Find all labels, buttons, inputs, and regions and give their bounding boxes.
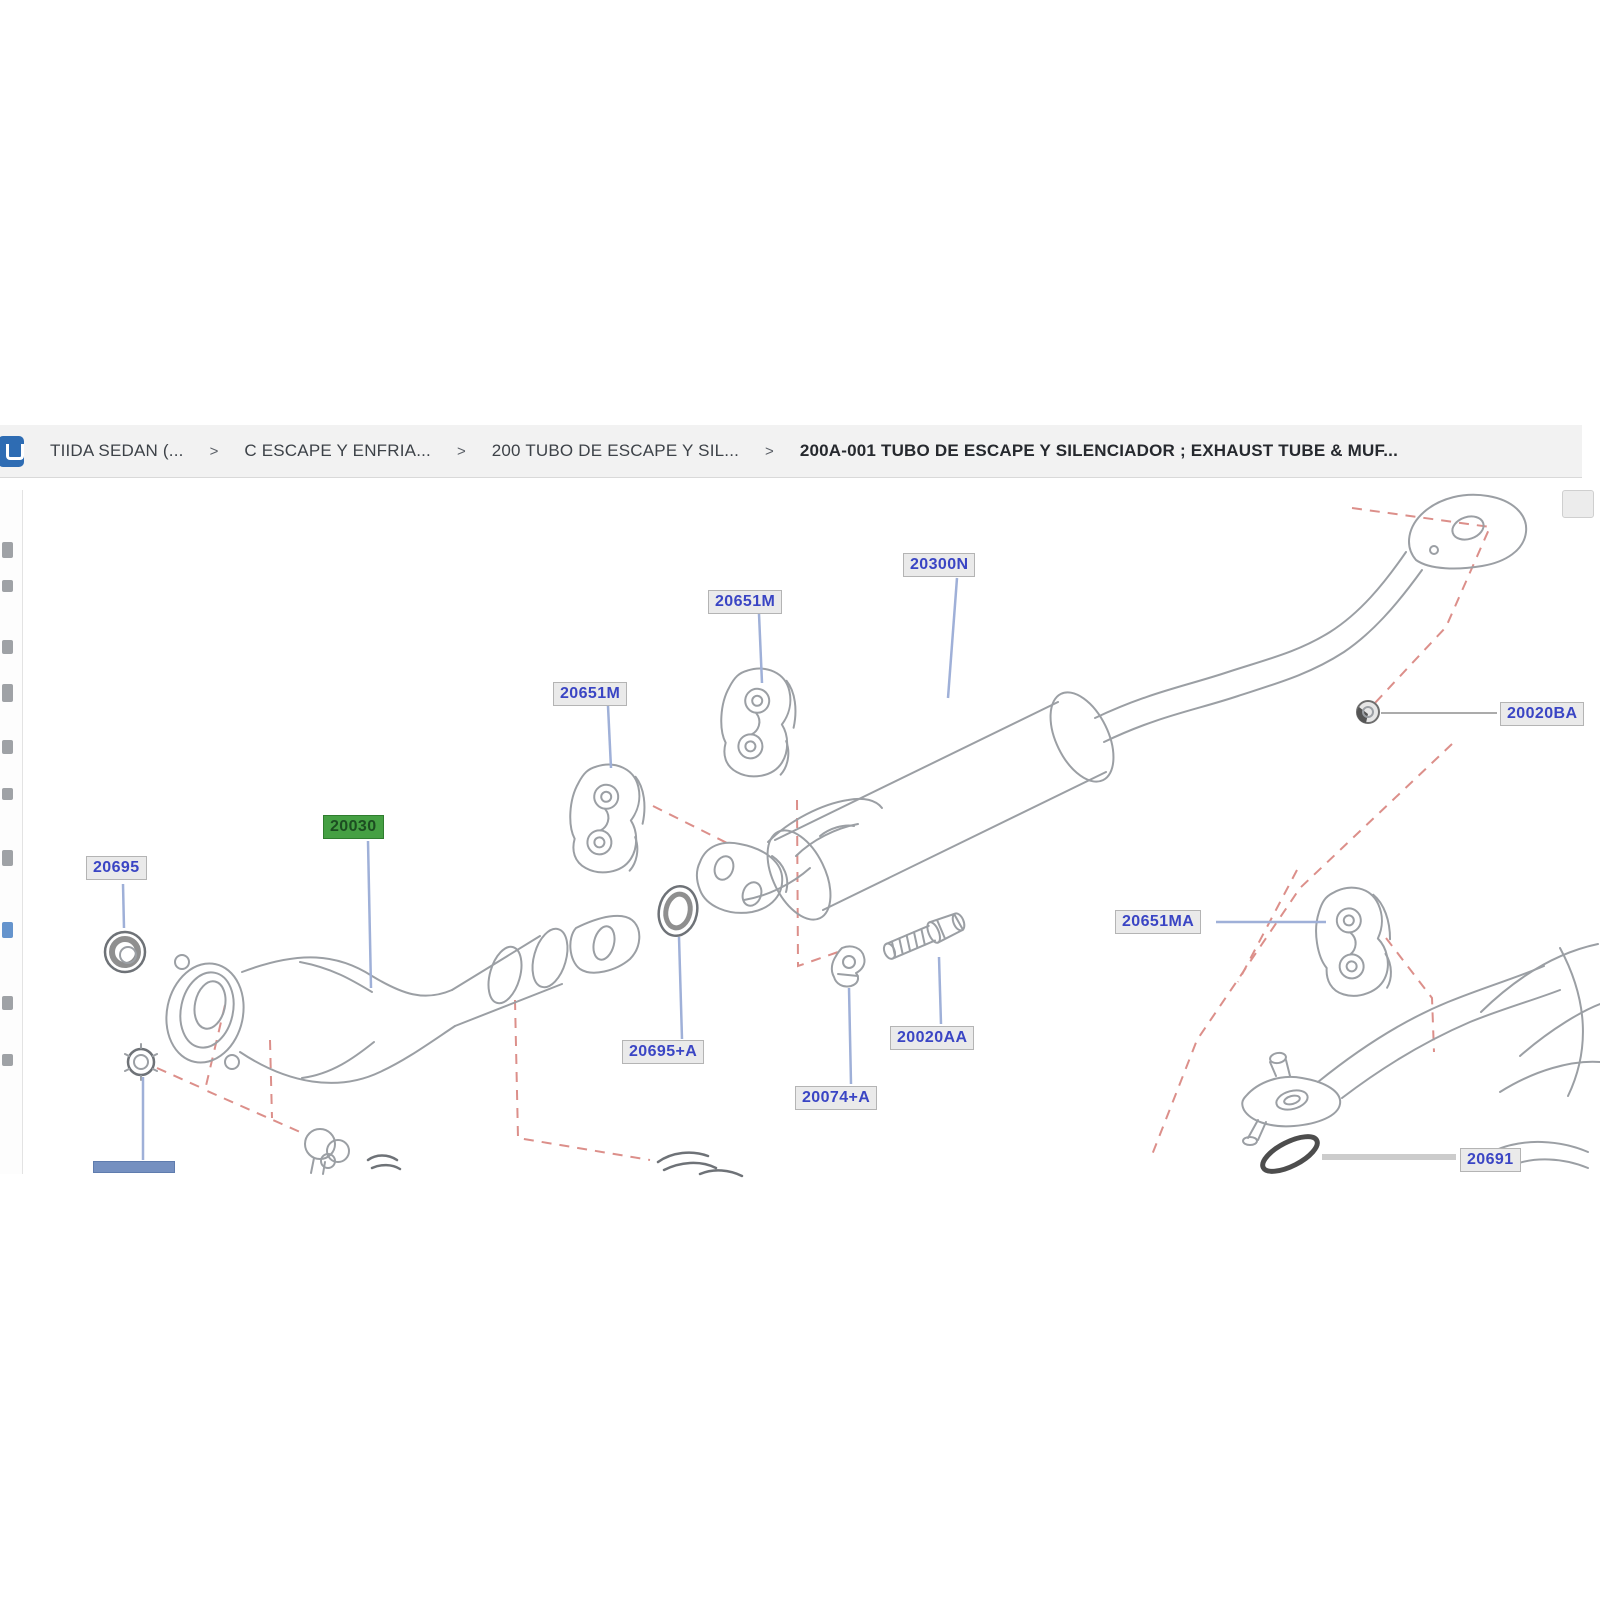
part-label-20030-highlighted[interactable]: 20030 [323, 815, 384, 839]
part-clamp-front[interactable] [304, 1128, 402, 1175]
part-label-20695[interactable]: 20695 [86, 856, 147, 880]
toolbar-icon[interactable] [2, 580, 13, 592]
left-toolbar [0, 490, 23, 1174]
part-nut-front[interactable] [124, 1043, 158, 1081]
scrollbar-thumb[interactable] [1562, 490, 1594, 518]
part-front-exhaust-tube[interactable] [157, 914, 641, 1084]
part-label-clipped[interactable] [93, 1161, 175, 1173]
part-mount-20074A[interactable] [830, 945, 866, 988]
part-hanger-20651M-2[interactable] [714, 663, 801, 782]
part-center-muffler[interactable] [696, 493, 1528, 930]
breadcrumb-item-section[interactable]: C ESCAPE Y ENFRIA... [244, 441, 431, 460]
part-label-20020AA[interactable]: 20020AA [890, 1026, 975, 1050]
toolbar-icon[interactable] [2, 788, 13, 800]
toolbar-icon[interactable] [2, 684, 13, 702]
part-bolt-20020AA[interactable] [879, 908, 969, 965]
breadcrumb: TIIDA SEDAN (... > C ESCAPE Y ENFRIA... … [0, 425, 1582, 478]
part-label-20020BA[interactable]: 20020BA [1500, 702, 1585, 726]
breadcrumb-item-group[interactable]: 200 TUBO DE ESCAPE Y SIL... [491, 441, 740, 460]
part-label-20651MA[interactable]: 20651MA [1115, 910, 1202, 934]
part-label-20074A[interactable]: 20074+A [795, 1086, 878, 1110]
part-rear-exhaust-tube[interactable] [1241, 943, 1600, 1169]
part-label-20300N[interactable]: 20300N [903, 553, 976, 577]
part-hanger-20651M-1[interactable] [563, 759, 650, 878]
part-label-20651M-1[interactable]: 20651M [553, 682, 628, 706]
part-nut-20020BA[interactable] [1356, 700, 1380, 724]
chevron-right-icon: > [765, 442, 774, 460]
breadcrumb-item-vehicle[interactable]: TIIDA SEDAN (... [50, 441, 184, 460]
part-gasket-20695[interactable] [103, 930, 147, 974]
leader-lines [121, 577, 1497, 1160]
part-label-20651M-2[interactable]: 20651M [708, 590, 783, 614]
part-fragment-bottom-center[interactable] [656, 1151, 744, 1178]
toolbar-icon[interactable] [2, 850, 13, 866]
chevron-right-icon: > [456, 442, 466, 460]
part-gasket-20695A[interactable] [654, 883, 702, 940]
part-oring-20691[interactable] [1258, 1130, 1322, 1179]
part-label-20691[interactable]: 20691 [1460, 1148, 1521, 1172]
toolbar-icon[interactable] [2, 740, 13, 754]
toolbar-icon[interactable] [2, 542, 13, 558]
toolbar-icon[interactable] [2, 640, 13, 654]
toolbar-icon[interactable] [2, 922, 13, 938]
chevron-right-icon: > [209, 442, 219, 460]
part-label-20695A[interactable]: 20695+A [622, 1040, 705, 1064]
part-hanger-20651MA[interactable] [1310, 883, 1398, 1001]
breadcrumb-item-current[interactable]: 200A-001 TUBO DE ESCAPE Y SILENCIADOR ; … [799, 441, 1398, 460]
toolbar-icon[interactable] [2, 1054, 13, 1066]
toolbar-icon[interactable] [2, 996, 13, 1010]
app-logo-icon[interactable] [0, 435, 24, 467]
